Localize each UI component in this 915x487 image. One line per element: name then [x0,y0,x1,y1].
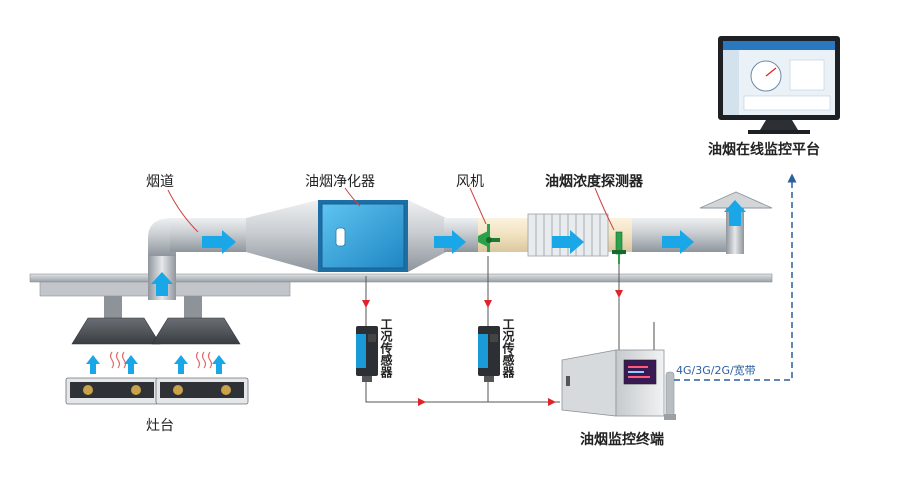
steam-icon [109,351,213,369]
terminal-label: 油烟监控终端 [580,431,664,448]
airflow-arrows [151,200,746,296]
concentration-sensor-label: 油烟浓度探测器 [545,173,644,190]
network-link [674,173,797,381]
fan-label: 风机 [456,174,484,190]
concentration-probe [612,231,626,264]
flow-arrow-up [151,272,173,296]
platform-label: 油烟在线监控平台 [708,141,820,158]
condition-sensor-label-1: 工况传感器 [379,318,393,379]
range-hood-icon [71,296,241,345]
signal-wires [362,256,623,406]
condition-sensor-box-1 [356,326,378,382]
condition-sensor-label-2: 工况传感器 [501,318,515,379]
network-label: 4G/3G/2G/宽带 [676,363,756,377]
fan-unit [478,224,500,252]
heat-arrows [86,355,226,374]
flow-arrow-2 [434,230,466,254]
monitor-icon [718,36,840,134]
purifier-label: 油烟净化器 [305,174,375,190]
flue-label: 烟道 [146,174,174,190]
flow-arrow-exhaust [724,200,746,226]
flow-arrow-1 [202,230,236,254]
leader-lines [167,187,615,233]
condition-sensor-box-2 [478,326,500,382]
purifier-unit [318,200,408,272]
ceiling-shelf [29,273,773,297]
gas-stove-icon [65,377,249,405]
cabinet-icon [561,322,676,420]
flow-arrow-4 [662,230,694,254]
flexible-duct-section [527,213,609,257]
flow-arrow-3 [552,230,584,254]
stove-label: 灶台 [146,418,174,434]
